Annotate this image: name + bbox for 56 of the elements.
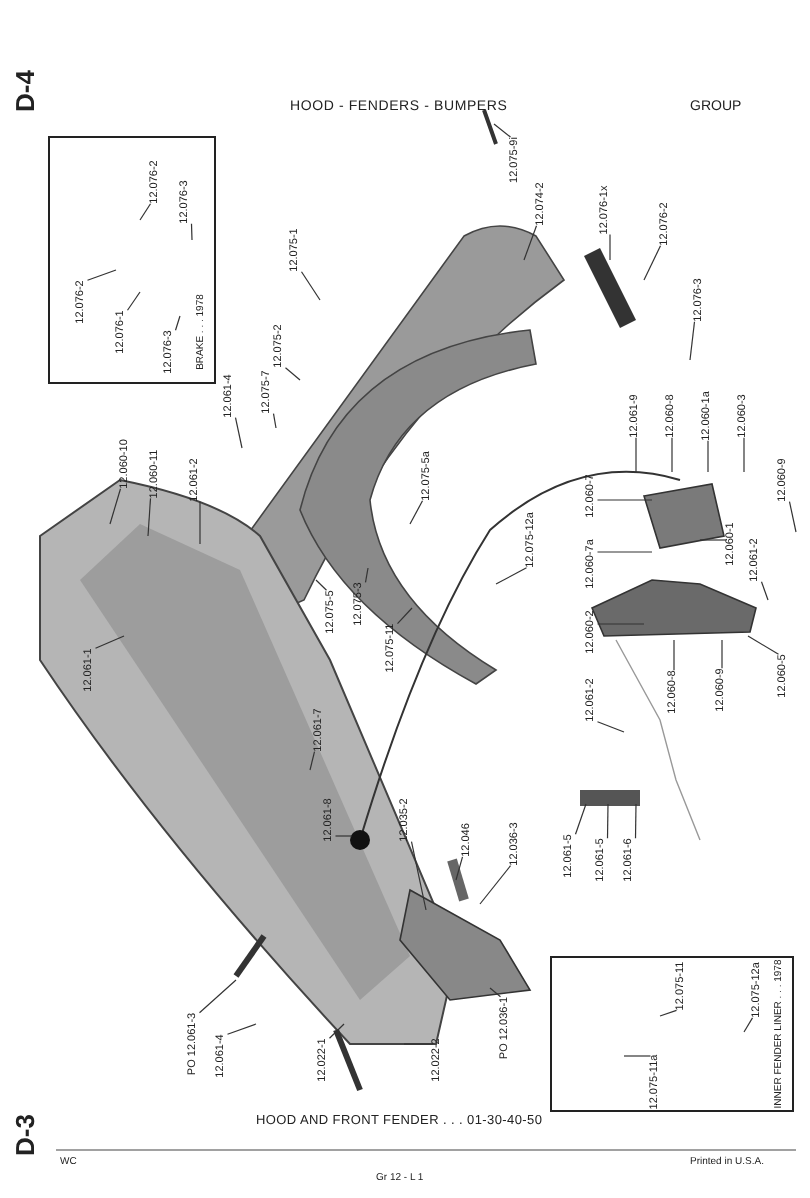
leader-line (574, 803, 587, 835)
leader-line (699, 539, 728, 541)
leader-line (396, 607, 413, 625)
leader-line (455, 856, 464, 881)
leader-line (174, 315, 181, 331)
leader-line (334, 835, 353, 837)
leader-line (707, 440, 709, 473)
leader-line (300, 271, 321, 301)
leader-line (190, 223, 193, 241)
section-code: D-3 (10, 1114, 40, 1156)
leader-line (635, 437, 637, 473)
leader-line (139, 203, 152, 221)
leader-line (126, 291, 141, 311)
leader-line (86, 269, 117, 281)
leader-line (623, 1055, 652, 1057)
leader-line (364, 567, 369, 583)
leader-line (409, 500, 424, 525)
leader-line (495, 567, 528, 585)
leader-line (606, 803, 609, 839)
leader-line (743, 1017, 754, 1033)
leader-line (234, 417, 243, 449)
leader-line (609, 233, 611, 261)
leader-line (596, 551, 653, 553)
leader-line (760, 581, 769, 601)
leader-line (671, 437, 673, 473)
leader-line (634, 803, 637, 839)
section-code: D-4 (10, 70, 40, 112)
leader-line (788, 501, 797, 533)
leader-line (309, 751, 316, 771)
leader-line (596, 721, 625, 733)
leader-line (328, 1023, 345, 1039)
leader-line (109, 488, 122, 525)
leader-line (410, 841, 427, 911)
leader-line (403, 1043, 434, 1045)
leader-line (284, 367, 301, 381)
leader-line (199, 501, 201, 545)
inset-panel (48, 136, 216, 384)
leader-line (747, 635, 780, 655)
leader-line (272, 413, 277, 429)
inset-panel (550, 956, 794, 1112)
leader-line (479, 865, 512, 905)
leader-line (673, 639, 675, 671)
leader-line (659, 1009, 678, 1017)
leader-line (198, 979, 237, 1014)
leader-line (493, 123, 512, 138)
leader-line (721, 639, 723, 669)
leader-line (596, 499, 653, 501)
leader-line (226, 1023, 257, 1035)
leader-line (147, 497, 152, 537)
leader-line (94, 635, 125, 649)
leader-line (643, 245, 662, 281)
leader-line (315, 579, 328, 591)
leader-line (743, 437, 745, 473)
leader-line (489, 987, 502, 998)
leader-line (689, 321, 696, 361)
leader-line (523, 225, 538, 261)
